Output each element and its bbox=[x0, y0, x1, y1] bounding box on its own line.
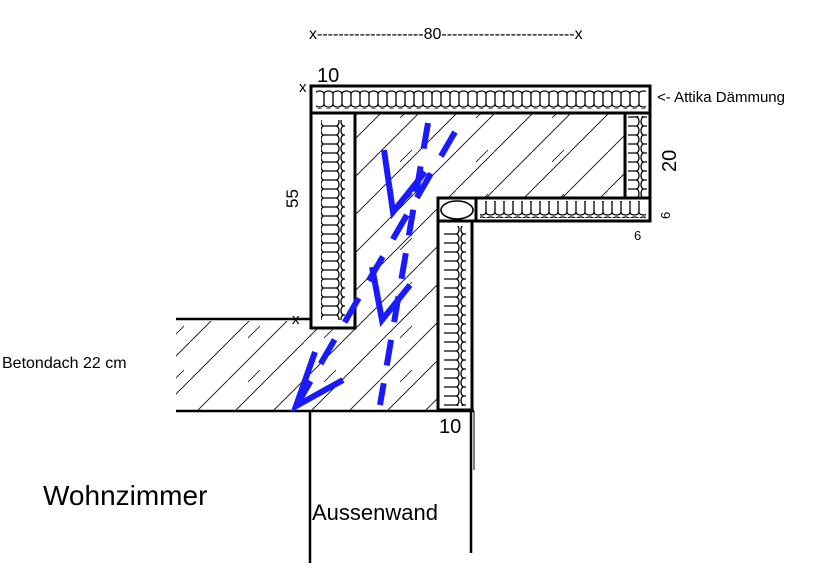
dimension-20-label: 20 bbox=[659, 150, 681, 172]
attika-insulation-label: <- Attika Dämmung bbox=[657, 89, 785, 106]
arrowhead-upper bbox=[381, 149, 428, 220]
insulation-left-vertical bbox=[309, 111, 357, 330]
concrete-structure bbox=[176, 113, 625, 413]
dimension-top-label: x--------------------80-----------------… bbox=[309, 26, 583, 43]
marker-x-mid: x bbox=[292, 311, 300, 328]
heat-flow-path bbox=[377, 122, 431, 406]
outer-wall-label: Aussenwand bbox=[312, 500, 438, 525]
dimension-55-label: 55 bbox=[283, 189, 302, 208]
arrowhead-middle bbox=[369, 266, 413, 327]
dimension-6-right-label: 6 bbox=[658, 212, 673, 219]
dimension-10-bottom-label: 10 bbox=[439, 416, 461, 438]
insulation-lower-horizontal bbox=[474, 196, 652, 223]
dimension-6-bottom-label: 6 bbox=[634, 228, 641, 243]
insulation-top-horizontal bbox=[309, 84, 652, 115]
concrete-roof-label: Betondach 22 cm bbox=[2, 355, 127, 372]
dimension-10-top-label: 10 bbox=[317, 65, 339, 87]
arrowhead-lower bbox=[290, 351, 345, 413]
heat-flow-arrows bbox=[290, 122, 458, 413]
outer-wall-lines bbox=[308, 411, 475, 563]
marker-x-top: x bbox=[299, 79, 307, 96]
living-room-label: Wohnzimmer bbox=[43, 480, 207, 511]
insulation-wall-vertical bbox=[436, 196, 478, 412]
